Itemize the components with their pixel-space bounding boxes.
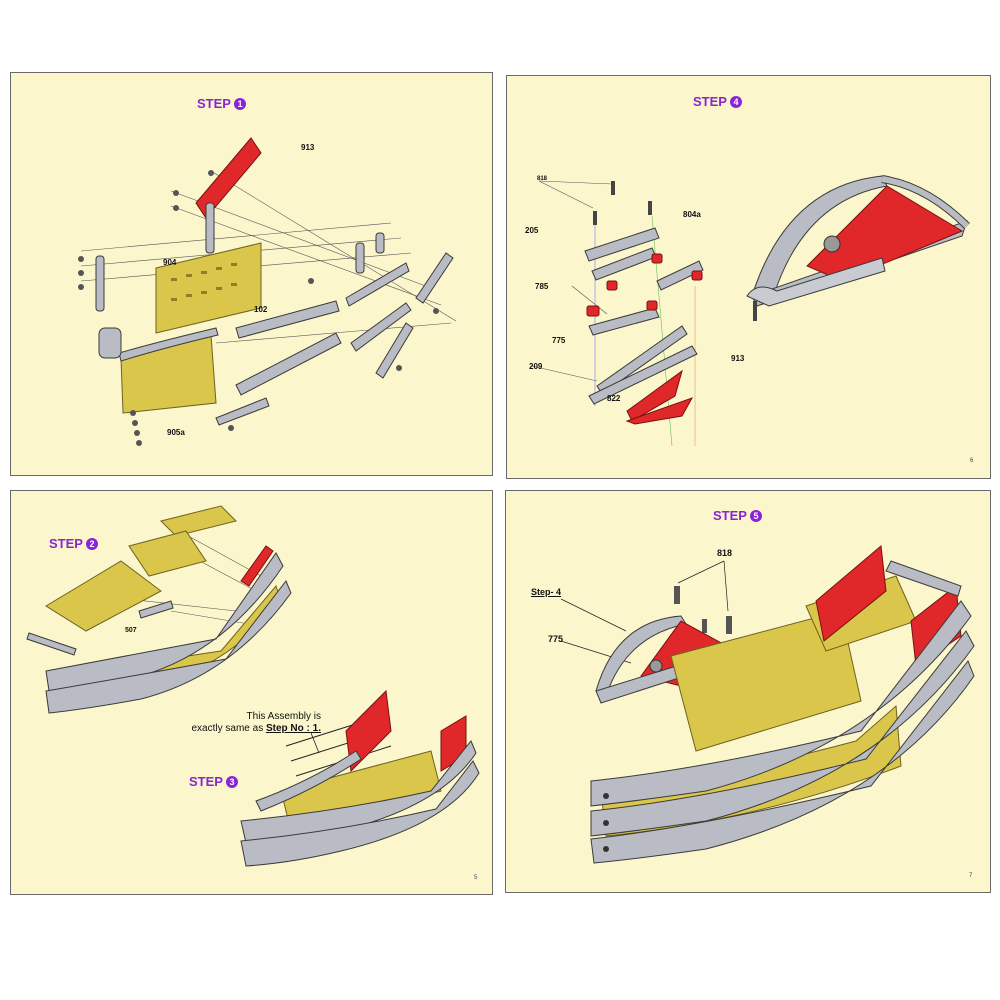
step-word: STEP <box>189 774 223 789</box>
step4-heading: STEP 4 <box>693 94 742 109</box>
label-775: 775 <box>548 634 564 644</box>
step1-panel: STEP 1 <box>10 72 493 476</box>
label-205: 205 <box>525 226 539 235</box>
step-word: STEP <box>693 94 727 109</box>
page-number: 7 <box>969 873 973 879</box>
label-785: 785 <box>535 282 549 291</box>
step4-panel: STEP 4 <box>506 75 991 479</box>
part-913-red-strip <box>195 137 262 219</box>
page-number: 6 <box>970 458 974 464</box>
step-word: STEP <box>713 508 747 523</box>
label-913: 913 <box>731 354 745 363</box>
label-775: 775 <box>552 336 566 345</box>
label-507: 507 <box>125 627 137 634</box>
label-822: 822 <box>607 394 621 403</box>
label-209: 209 <box>529 362 543 371</box>
step-number-badge: 2 <box>85 537 98 550</box>
label-818: 818 <box>537 176 548 182</box>
step1-exploded-diagram <box>78 137 457 446</box>
step-number-badge: 4 <box>729 95 742 108</box>
step5-panel: STEP 5 818 Step- 4 775 7 <box>505 490 991 893</box>
step3-assembly-note: This Assembly is exactly same as Step No… <box>151 711 322 735</box>
step-number-badge: 3 <box>225 775 238 788</box>
label-913: 913 <box>301 143 315 152</box>
step2-3-panel: STEP 2 STEP 3 507 T <box>10 490 493 895</box>
part-904-yellow-plate <box>155 242 262 334</box>
step5-heading: STEP 5 <box>713 508 762 523</box>
page-number: 5 <box>474 875 478 881</box>
step-number-badge: 5 <box>749 509 762 522</box>
label-step4-reference: Step- 4 <box>531 587 562 597</box>
step2-heading: STEP 2 <box>49 536 98 551</box>
step1-heading: STEP 1 <box>197 96 246 111</box>
step-word: STEP <box>49 536 83 551</box>
step5-diagram <box>560 545 975 864</box>
step-word: STEP <box>197 96 231 111</box>
note-step-reference: Step No : 1. <box>265 723 321 734</box>
note-line1: This Assembly is <box>246 711 321 722</box>
step4-exploded-diagram <box>531 175 970 447</box>
label-804a: 804a <box>683 210 701 219</box>
label-818: 818 <box>717 548 733 558</box>
note-line2: exactly same as <box>191 723 266 734</box>
step-number-badge: 1 <box>233 97 246 110</box>
label-102: 102 <box>254 305 268 314</box>
step3-heading: STEP 3 <box>189 774 238 789</box>
label-904: 904 <box>163 258 177 267</box>
step2-3-diagram <box>26 505 480 867</box>
label-905a: 905a <box>167 428 185 437</box>
